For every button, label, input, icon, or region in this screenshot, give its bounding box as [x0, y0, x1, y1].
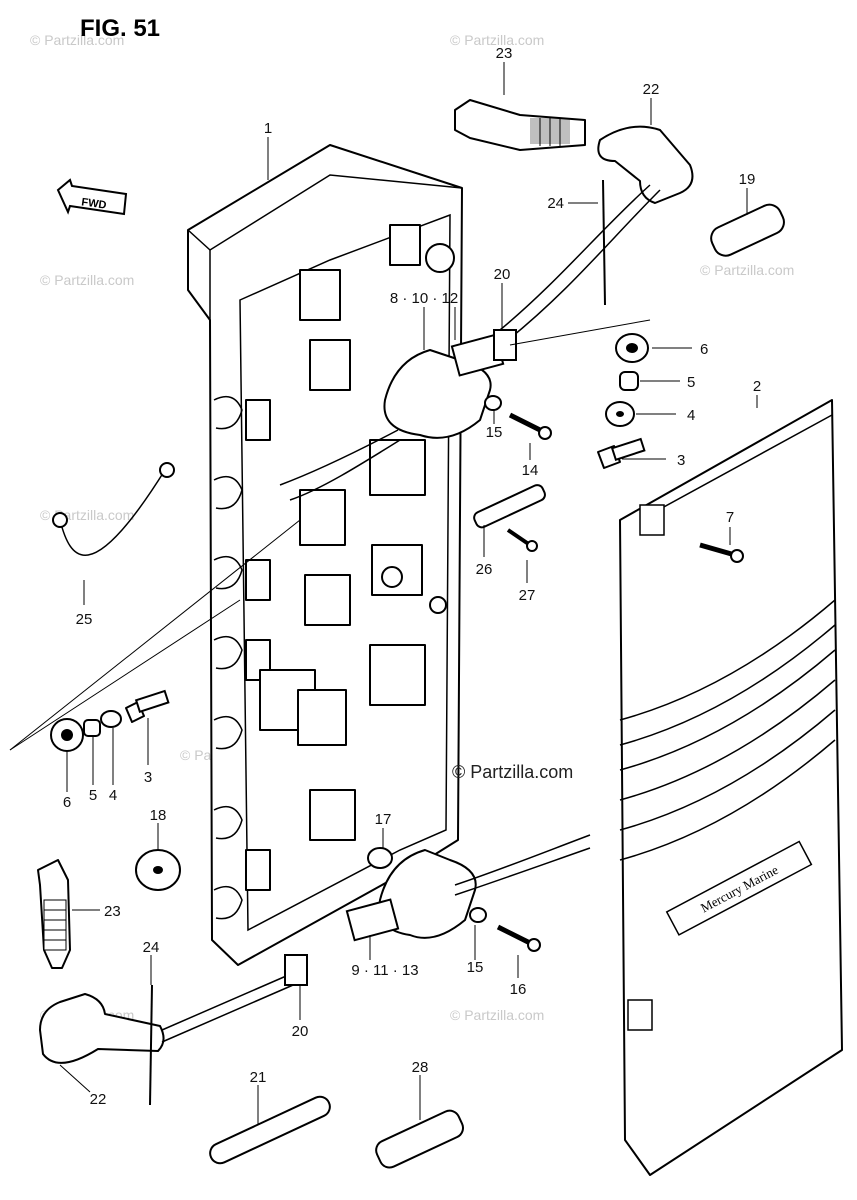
screw-bracket: [506, 528, 538, 552]
screw-coil-lower: [496, 924, 541, 952]
clamp-upper: [493, 329, 517, 361]
watermark-text: © Partzilla.com: [450, 32, 544, 48]
collar-left: [83, 719, 101, 737]
callout-26: 26: [476, 561, 493, 578]
watermark-main: © Partzilla.com: [452, 762, 573, 782]
washer-coil-upper: [484, 395, 502, 411]
washer-coil-lower: [469, 907, 487, 923]
spacer: [367, 847, 393, 869]
watermark-text: © Partzilla.com: [30, 32, 124, 48]
callout-15: 15: [486, 424, 503, 441]
watermark-text: © Partzilla.com: [40, 272, 134, 288]
callout-22: 22: [643, 81, 660, 98]
callout-18: 18: [150, 807, 167, 824]
callout-16: 16: [510, 981, 527, 998]
collar-right: [619, 371, 639, 391]
callout-23: 23: [104, 903, 121, 920]
bolt-right: [597, 437, 646, 469]
grommet-right: [615, 333, 649, 363]
callout-25: 25: [76, 611, 93, 628]
callout-3: 3: [144, 769, 152, 786]
ignition-coil-lower: [345, 849, 477, 942]
tie-upper: [602, 179, 606, 306]
washer-right: [605, 401, 635, 427]
plug-cap-upper: [499, 125, 694, 341]
watermark-text: © Partzilla.com: [450, 1007, 544, 1023]
screw-cover: [699, 542, 744, 563]
grommet-left: [50, 718, 84, 752]
plug-cap-lower: [39, 969, 301, 1064]
callout-5: 5: [89, 787, 97, 804]
ignition-coil-upper: [383, 333, 505, 439]
coil-lead-upper: [289, 439, 401, 501]
tie-lower: [149, 984, 153, 1106]
callout-5: 5: [687, 374, 695, 391]
washer-left: [100, 710, 122, 728]
callout-20: 20: [292, 1023, 309, 1040]
spark-plug-upper: [454, 99, 586, 151]
coil-lead-lower: [454, 834, 591, 886]
callout-6: 6: [700, 341, 708, 358]
coil-lead-lower: [454, 847, 591, 896]
callout-24: 24: [547, 195, 564, 212]
figure-title: FIG. 51: [80, 15, 160, 42]
callout-4: 4: [687, 407, 695, 424]
clamp-lower: [284, 954, 308, 986]
callout-23: 23: [496, 45, 513, 62]
screw-coil-upper: [508, 412, 552, 440]
coil-lead-upper: [279, 429, 399, 486]
fwd-arrow-icon: FWD: [56, 178, 128, 216]
callout-20: 20: [494, 266, 511, 283]
callout-9-11-13: 9 · 11 · 13: [351, 962, 418, 979]
callout-24: 24: [143, 939, 160, 956]
callout-21: 21: [250, 1069, 267, 1086]
bracket-plate: [473, 484, 546, 529]
callout-27: 27: [519, 587, 536, 604]
callout-6: 6: [63, 794, 71, 811]
callout-17: 17: [375, 811, 392, 828]
callout-15: 15: [467, 959, 484, 976]
protector-sleeve: [710, 203, 785, 257]
callout-7: 7: [726, 509, 734, 526]
spark-plug-lower: [37, 859, 71, 969]
spring: [375, 1109, 464, 1169]
watermark-text: © Partzilla.com: [700, 262, 794, 278]
callout-19: 19: [739, 171, 756, 188]
fwd-label: FWD: [81, 196, 108, 211]
callout-2: 2: [753, 378, 761, 395]
bolt-left: [125, 689, 170, 723]
callout-4: 4: [109, 787, 117, 804]
ground-lead: [59, 469, 166, 556]
callout-1: 1: [264, 120, 272, 137]
electrical-cover: Mercury Marine: [619, 399, 843, 1176]
leader-lines: [9, 62, 758, 1125]
callout-3: 3: [677, 452, 685, 469]
callout-labels: 1 2 3 3 4 4 5 5 6 6 7 8 · 10 · 12 9 · 11…: [63, 45, 761, 1108]
strap: [209, 1095, 331, 1165]
callout-22: 22: [90, 1091, 107, 1108]
switch-box-bracket: [187, 144, 463, 966]
cushion: [135, 849, 181, 891]
callout-14: 14: [522, 462, 539, 479]
callout-8-10-12: 8 · 10 · 12: [390, 290, 458, 307]
callout-28: 28: [412, 1059, 429, 1076]
